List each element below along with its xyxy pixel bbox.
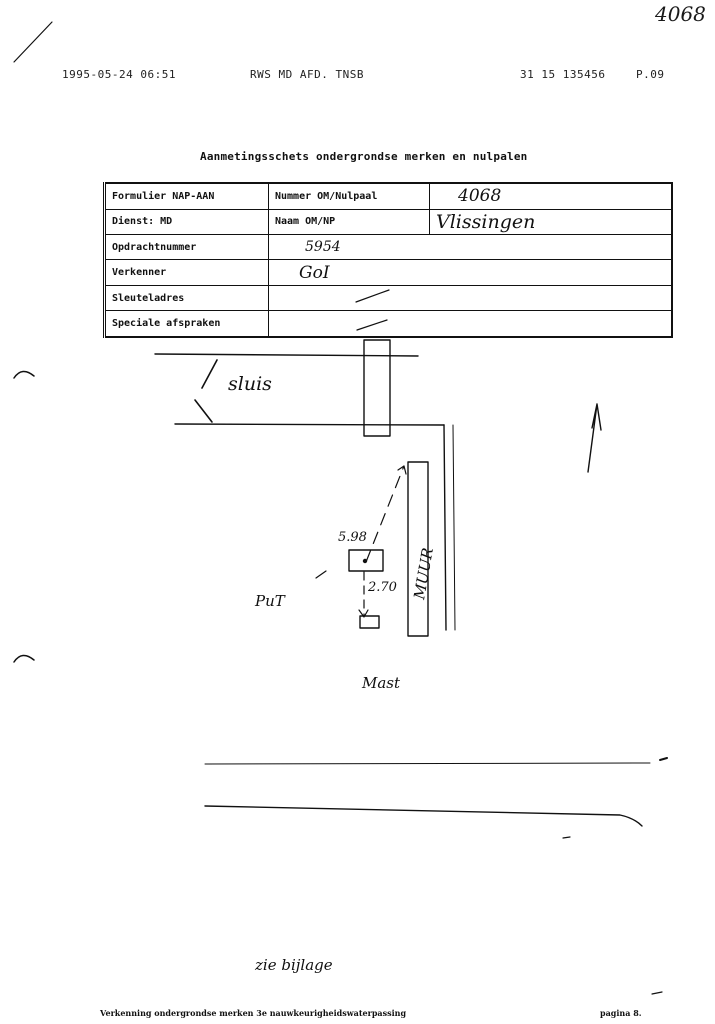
quay-edge [443, 424, 447, 631]
footer-page-number: pagina 8. [600, 1008, 642, 1018]
sluis-gate-mark [201, 359, 218, 389]
mast-box [359, 615, 380, 629]
form-table: Formulier NAP-AAN Nummer OM/Nulpaal 4068… [103, 182, 673, 338]
label-muur: MUUR [410, 546, 437, 601]
form-row: Sleuteladres [103, 284, 673, 312]
margin-mark [659, 757, 668, 761]
form-label: Verkenner [103, 259, 269, 286]
survey-mark-put [348, 549, 384, 572]
sluis-bottom-line [174, 423, 445, 426]
road-line-top [204, 762, 651, 765]
fax-page: P.09 [636, 68, 665, 81]
form-value: Vlissingen [429, 208, 673, 235]
quay-edge-inner [452, 424, 456, 631]
margin-mark [651, 991, 663, 995]
empty-dash [356, 319, 388, 331]
north-arrow-icon [587, 403, 602, 473]
wall [407, 461, 429, 637]
sluis-top-line [154, 353, 419, 357]
fax-phone: 31 15 135456 [520, 68, 606, 81]
sluis-gate-mark [194, 399, 213, 423]
pointer-tick [315, 570, 327, 579]
margin-mark [562, 836, 571, 839]
form-value: 5954 [268, 233, 673, 261]
om-name-value: Vlissingen [436, 210, 536, 233]
form-label: Speciale afspraken [103, 310, 269, 338]
explorer-value: GoI [299, 262, 330, 283]
label-put: PuT [254, 592, 286, 610]
fax-sender: RWS MD AFD. TNSB [250, 68, 364, 81]
form-row: Opdrachtnummer 5954 [103, 233, 673, 261]
form-row: Speciale afspraken [103, 310, 673, 338]
form-label: Sleuteladres [103, 284, 269, 312]
form-value [268, 284, 673, 312]
note-see-attachment: zie bijlage [254, 956, 333, 974]
form-value: GoI [268, 259, 673, 286]
label-sluis: sluis [228, 373, 272, 395]
lock-column [363, 339, 391, 437]
survey-point [362, 558, 368, 564]
margin-mark [13, 370, 35, 379]
label-mast: Mast [361, 674, 401, 692]
om-number-value: 4068 [458, 186, 502, 207]
road-line-bottom [204, 805, 643, 827]
margin-mark [13, 21, 53, 63]
order-number-value: 5954 [305, 239, 341, 256]
margin-mark [13, 654, 35, 663]
form-row: Verkenner GoI [103, 259, 673, 286]
empty-dash [355, 289, 390, 303]
form-label: Opdrachtnummer [103, 233, 269, 261]
footer-text: Verkenning ondergrondse merken 3e nauwke… [100, 1008, 407, 1018]
page-number-handwritten: 4068 [655, 2, 706, 26]
measure-label-b: 2.70 [367, 580, 397, 595]
measure-label-a: 5.98 [338, 530, 367, 545]
arrow-head [397, 465, 407, 475]
page-title: Aanmetingsschets ondergrondse merken en … [200, 150, 528, 163]
arrow-head [358, 609, 369, 618]
fax-datetime: 1995-05-24 06:51 [62, 68, 176, 81]
form-value [268, 310, 673, 338]
measure-line [365, 465, 405, 563]
